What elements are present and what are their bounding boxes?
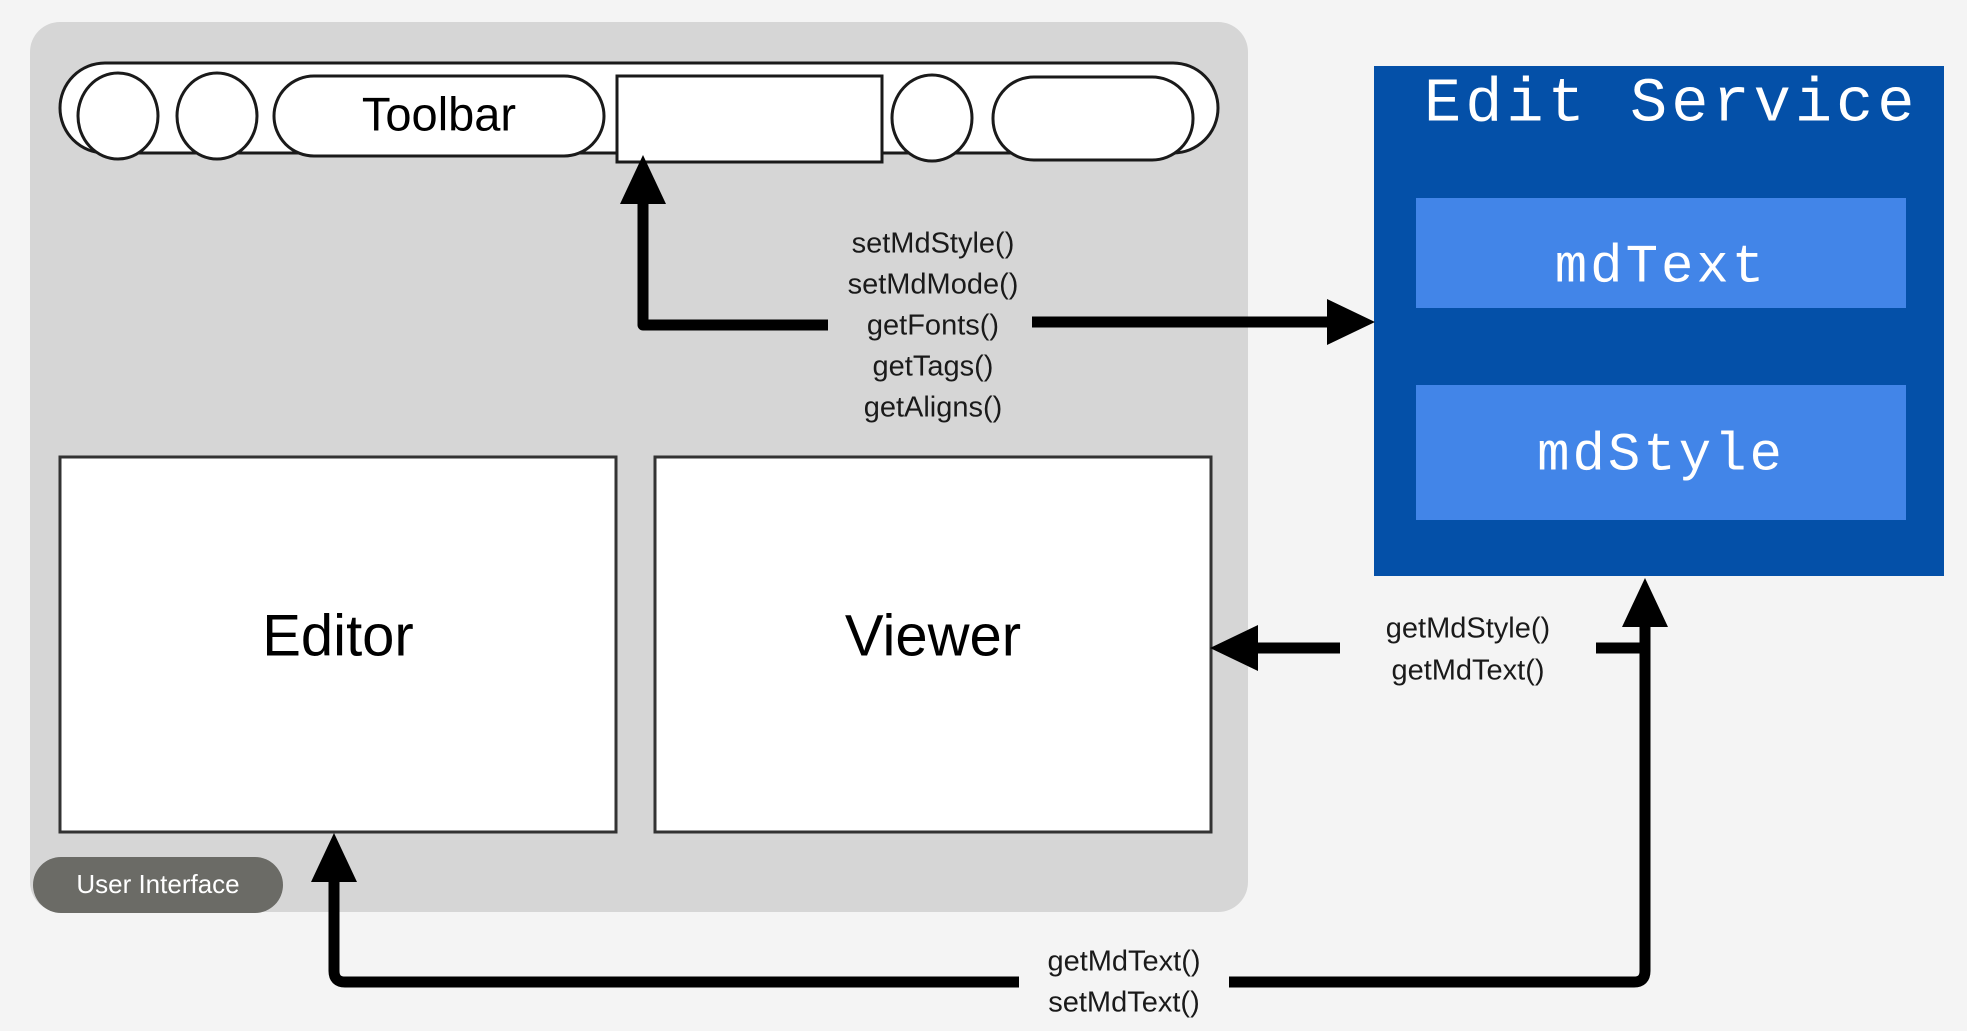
connection-label-get-md-style: getMdStyle()	[1386, 613, 1550, 645]
editor-service-arrowhead-top	[1622, 578, 1668, 627]
toolbar-service-elbow-line	[637, 195, 828, 331]
editor-pane[interactable]	[58, 455, 618, 834]
connection-label-get-tags: getTags()	[873, 351, 994, 383]
user-interface-badge-label: User Interface	[76, 869, 239, 899]
viewer-pane-label: Viewer	[845, 603, 1021, 668]
connection-label-set-md-text-bottom: setMdText()	[1048, 987, 1199, 1019]
viewer-pane[interactable]	[653, 455, 1213, 834]
editor-pane-label: Editor	[262, 603, 414, 668]
toolbar-title-label: Toolbar	[362, 87, 516, 140]
connection-label-set-md-style: setMdStyle()	[852, 228, 1015, 260]
connection-label-get-md-text: getMdText()	[1391, 655, 1544, 687]
toolbar-title-pill[interactable]	[272, 74, 606, 158]
connection-label-get-fonts: getFonts()	[867, 310, 999, 342]
service-viewer-arrowhead	[1210, 625, 1258, 671]
md-text-field-label: mdText	[1555, 237, 1767, 298]
connection-label-get-md-text-bottom: getMdText()	[1047, 946, 1200, 978]
toolbar-circle-3-icon[interactable]	[890, 73, 974, 163]
editor-service-left-path	[328, 872, 1019, 988]
toolbar-circle-2-icon[interactable]	[175, 71, 259, 161]
toolbar-service-arrowhead	[620, 155, 666, 204]
editor-service-arrowhead-editor	[311, 833, 357, 882]
toolbar-rect-widget[interactable]	[615, 74, 884, 164]
md-style-field-label: mdStyle	[1537, 425, 1785, 486]
toolbar-right-pill[interactable]	[991, 75, 1195, 162]
editor-service-right-path	[1229, 615, 1651, 988]
edit-service-title: Edit Service	[1424, 68, 1918, 139]
connection-label-set-md-mode: setMdMode()	[848, 269, 1019, 301]
user-interface-badge	[33, 857, 283, 913]
service-inbound-arrowhead	[1327, 299, 1375, 345]
connection-label-get-aligns: getAligns()	[864, 392, 1003, 424]
md-text-field[interactable]	[1416, 198, 1906, 308]
md-style-field[interactable]	[1416, 385, 1906, 520]
toolbar-circle-1-icon[interactable]	[76, 71, 160, 161]
